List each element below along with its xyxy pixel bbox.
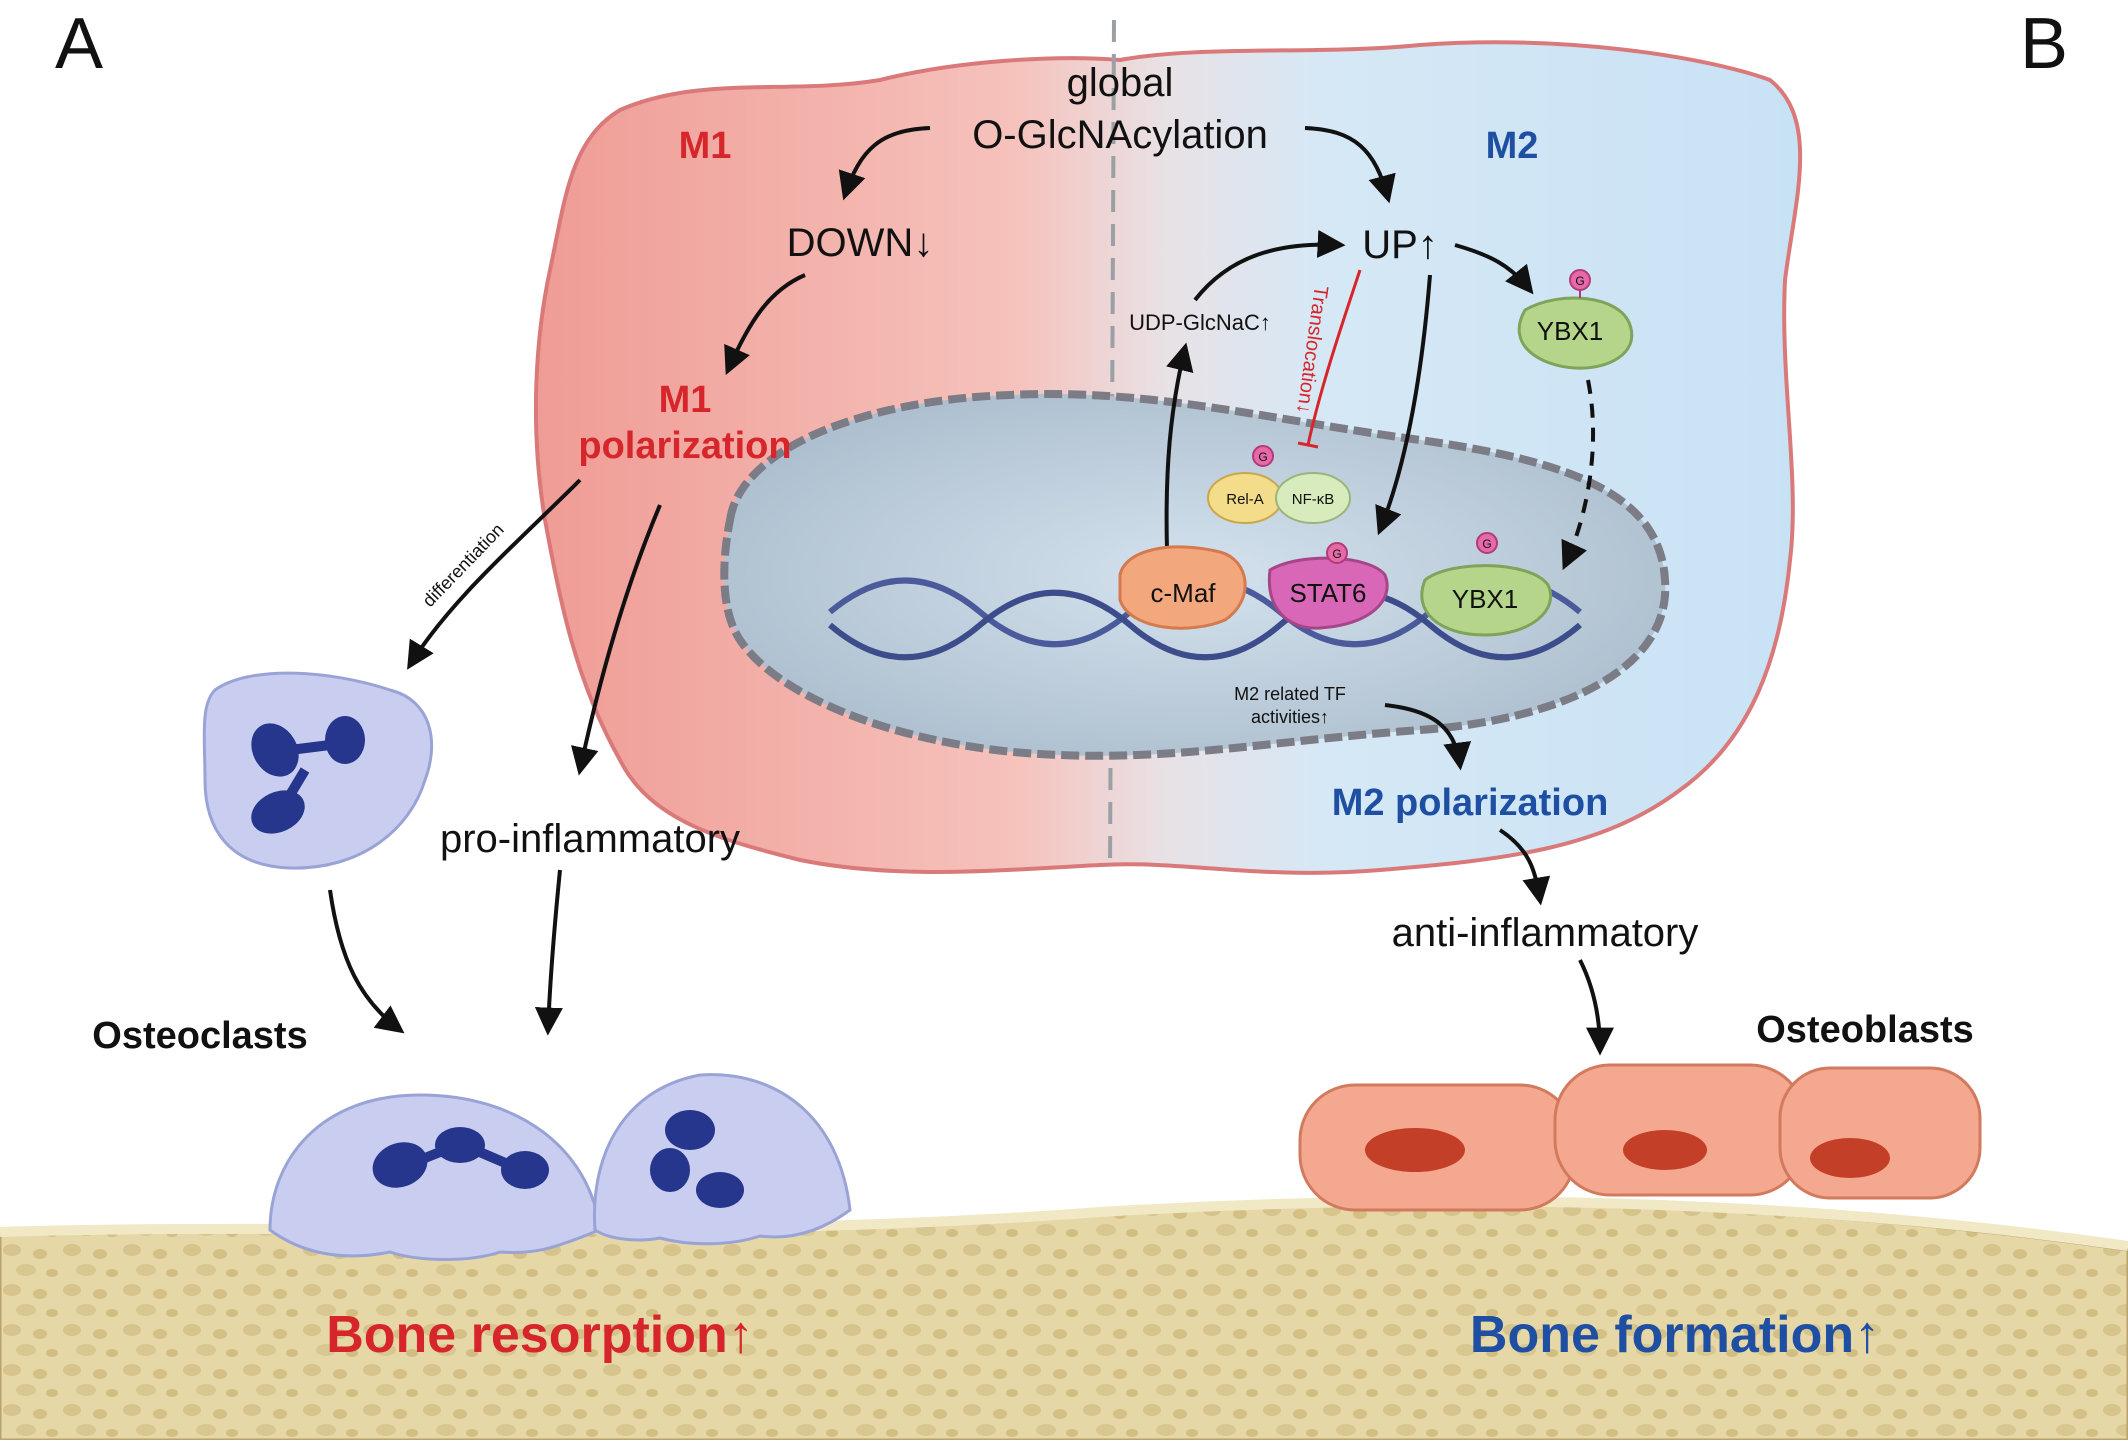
osteoclast-cell-1 xyxy=(268,1093,602,1261)
osteoclast-precursor xyxy=(202,671,433,870)
pro-inflammatory-label: pro-inflammatory xyxy=(440,817,740,861)
osteoblast-cell-2 xyxy=(1553,1063,1807,1197)
svg-text:G: G xyxy=(1258,450,1267,464)
m2-polarization-label: M2 polarization xyxy=(1332,782,1609,824)
m2-label: M2 xyxy=(1486,125,1539,167)
glyco-tag-rel-a: G xyxy=(1252,445,1274,467)
arrow-m2pol-to-anti xyxy=(1498,828,1551,906)
osteoblasts-label: Osteoblasts xyxy=(1756,1009,1974,1051)
arrow-global-to-up xyxy=(1304,126,1396,204)
up-label: UP↑ xyxy=(1362,223,1438,267)
osteoblast-cell-3 xyxy=(1778,1066,1982,1200)
osteoclast-cell-2 xyxy=(592,1073,852,1246)
svg-text:YBX1: YBX1 xyxy=(1537,316,1604,346)
osteoblast-cell-1 xyxy=(1298,1083,1577,1212)
m2-tf-line2: activities↑ xyxy=(1251,707,1329,727)
svg-text:YBX1: YBX1 xyxy=(1452,584,1519,614)
arrow-down-to-m1pol xyxy=(724,273,806,376)
glyco-tag-stat6: G xyxy=(1326,542,1348,564)
glyco-tag-ybx1-cyto: G xyxy=(1569,269,1591,298)
arrow-up-to-ybx1 xyxy=(1454,243,1534,295)
down-label: DOWN↓ xyxy=(787,221,934,265)
stat6-protein: STAT6 xyxy=(1267,556,1389,630)
arrows xyxy=(328,126,1614,1056)
translocation-inhibition xyxy=(1297,269,1362,449)
svg-text:G: G xyxy=(1575,274,1584,288)
m1-label: M1 xyxy=(679,125,732,167)
osteoclasts-label: Osteoclasts xyxy=(92,1015,307,1057)
global-label: global xyxy=(1067,61,1174,105)
c-maf-protein: c-Maf xyxy=(1118,545,1247,630)
glyco-tag-ybx1-nuc: G xyxy=(1476,532,1498,554)
arrow-m1pol-differentiation xyxy=(407,478,582,670)
arrow-global-to-down xyxy=(838,126,931,201)
panel-letter-a: A xyxy=(55,4,103,84)
arrow-anti-to-osteoblasts xyxy=(1578,959,1614,1056)
arrow-osteoclast-to-resorption xyxy=(328,889,405,1034)
m2-tf-line1: M2 related TF xyxy=(1234,684,1346,704)
bone-resorption-label: Bone resorption↑ xyxy=(326,1306,754,1364)
svg-text:G: G xyxy=(1332,547,1341,561)
svg-text:NF-κB: NF-κB xyxy=(1292,491,1335,508)
m1-polarization-line2: polarization xyxy=(578,425,791,467)
svg-text:G: G xyxy=(1482,537,1491,551)
m1-polarization-line1: M1 xyxy=(659,379,712,421)
rel-a-protein: Rel-A xyxy=(1207,472,1283,524)
arrow-tf-to-m2pol xyxy=(1384,703,1472,771)
udp-glcnac-label: UDP-GlcNaC↑ xyxy=(1129,310,1271,335)
anti-inflammatory-label: anti-inflammatory xyxy=(1392,911,1699,955)
arrow-up-to-stat6 xyxy=(1375,274,1432,536)
svg-text:c-Maf: c-Maf xyxy=(1151,578,1217,608)
arrow-m1pol-to-pro xyxy=(571,504,662,776)
o-glcnacylation-label: O-GlcNAcylation xyxy=(972,113,1268,157)
svg-text:Rel-A: Rel-A xyxy=(1226,491,1264,508)
panel-letter-b: B xyxy=(2020,4,2068,84)
arrow-udp-to-up xyxy=(1193,229,1346,302)
ybx1-nuc-protein: YBX1 xyxy=(1420,564,1553,637)
arrow-pro-to-resorption xyxy=(534,869,563,1036)
ybx1-cyto-protein: YBX1 xyxy=(1517,296,1634,370)
nf-kb-protein: NF-κB xyxy=(1275,472,1351,524)
bone-formation-label: Bone formation↑ xyxy=(1470,1306,1880,1364)
svg-text:STAT6: STAT6 xyxy=(1289,578,1366,608)
arrow-cmaf-to-udp xyxy=(1164,342,1194,551)
